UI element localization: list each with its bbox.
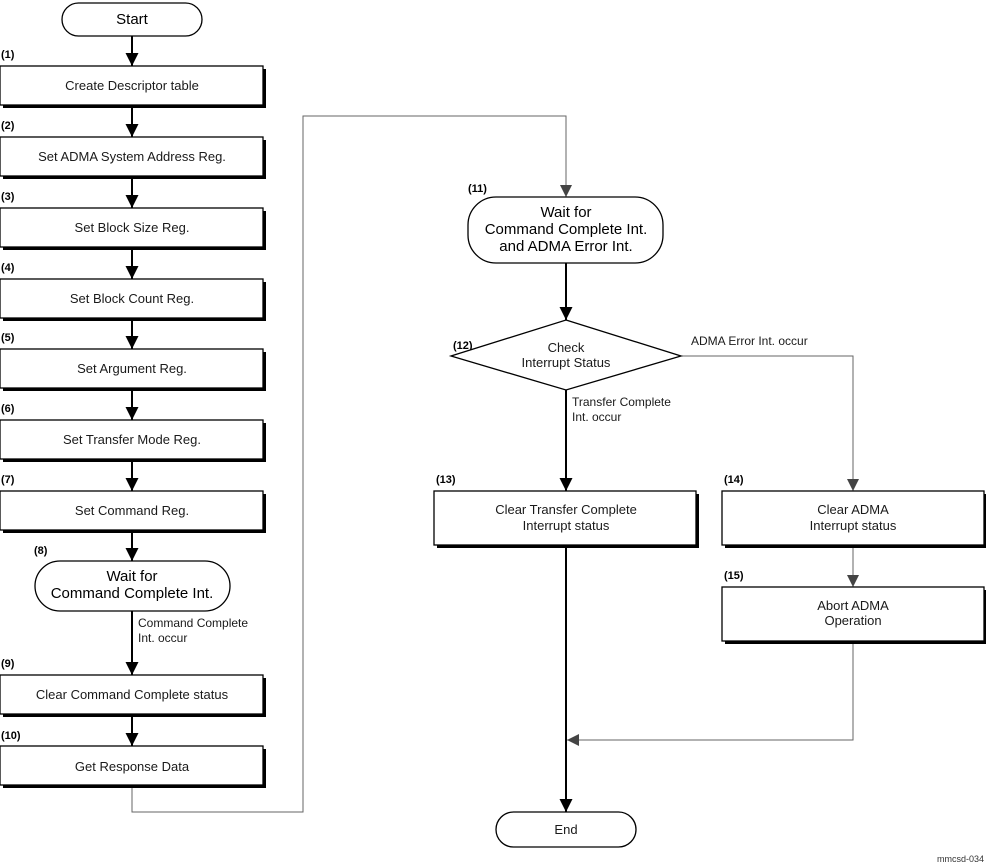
edge-label-command-complete-line-2: Int. occur <box>138 631 187 645</box>
step-6-number: (6) <box>1 403 15 415</box>
start-label: Start <box>116 11 149 28</box>
step-14-line-2: Interrupt status <box>810 518 897 533</box>
step-13-line-2: Interrupt status <box>523 518 610 533</box>
step-11-line-3: and ADMA Error Int. <box>499 238 632 255</box>
step-15-line-2: Operation <box>824 613 881 628</box>
step-2-label: Set ADMA System Address Reg. <box>38 149 226 164</box>
step-1-number: (1) <box>1 49 15 61</box>
step-14-line-1: Clear ADMA <box>817 502 889 517</box>
edge-15-to-merge <box>567 643 854 746</box>
step-7: (7) Set Command Reg. <box>0 474 266 533</box>
step-8-number: (8) <box>34 545 48 557</box>
edge-label-transfer-complete: Transfer Complete Int. occur <box>572 395 671 424</box>
step-4: (4) Set Block Count Reg. <box>0 262 266 321</box>
step-2: (2) Set ADMA System Address Reg. <box>0 120 266 179</box>
step-15: (15) Abort ADMA Operation <box>721 570 986 644</box>
step-3-number: (3) <box>1 191 15 203</box>
step-7-number: (7) <box>1 474 15 486</box>
step-5-label: Set Argument Reg. <box>77 361 187 376</box>
figure-code: mmcsd-034 <box>937 854 984 864</box>
edge-label-command-complete: Command Complete Int. occur <box>138 616 248 645</box>
step-12-line-2: Interrupt Status <box>522 355 611 370</box>
step-11-line-1: Wait for <box>540 204 591 221</box>
step-10-number: (10) <box>1 730 21 742</box>
step-11: (11) Wait for Command Complete Int. and … <box>467 183 664 264</box>
step-4-label: Set Block Count Reg. <box>70 291 194 306</box>
step-9-label: Clear Command Complete status <box>36 687 229 702</box>
step-8-line-2: Command Complete Int. <box>51 585 214 602</box>
step-7-label: Set Command Reg. <box>75 503 189 518</box>
edge-label-command-complete-line-1: Command Complete <box>138 616 248 630</box>
edge-label-adma-error: ADMA Error Int. occur <box>691 334 808 348</box>
step-8-line-1: Wait for <box>106 568 157 585</box>
step-6: (6) Set Transfer Mode Reg. <box>0 403 266 462</box>
step-11-number: (11) <box>468 183 487 195</box>
step-5-number: (5) <box>1 332 15 344</box>
edge-12-to-14 <box>681 355 859 491</box>
step-9-number: (9) <box>1 658 15 670</box>
step-14-number: (14) <box>724 474 744 486</box>
edge-label-transfer-complete-line-1: Transfer Complete <box>572 395 671 409</box>
step-15-number: (15) <box>724 570 744 582</box>
step-13-number: (13) <box>436 474 456 486</box>
step-12-line-1: Check <box>548 340 585 355</box>
step-9: (9) Clear Command Complete status <box>0 658 266 717</box>
connectors-right <box>559 263 859 812</box>
step-12: (12) Check Interrupt Status <box>448 319 684 391</box>
step-3-label: Set Block Size Reg. <box>75 220 190 235</box>
start-terminal: Start <box>61 2 203 37</box>
step-2-number: (2) <box>1 120 15 132</box>
step-13: (13) Clear Transfer Complete Interrupt s… <box>433 474 699 548</box>
step-5: (5) Set Argument Reg. <box>0 332 266 391</box>
step-10: (10) Get Response Data <box>0 730 266 788</box>
step-15-line-1: Abort ADMA <box>817 598 889 613</box>
step-4-number: (4) <box>1 262 15 274</box>
step-8: (8) Wait for Command Complete Int. <box>34 545 231 612</box>
end-label: End <box>554 822 577 837</box>
step-1-label: Create Descriptor table <box>65 78 199 93</box>
step-14: (14) Clear ADMA Interrupt status <box>721 474 986 548</box>
step-10-label: Get Response Data <box>75 759 190 774</box>
step-6-label: Set Transfer Mode Reg. <box>63 432 201 447</box>
step-11-line-2: Command Complete Int. <box>485 221 648 238</box>
step-13-line-1: Clear Transfer Complete <box>495 502 637 517</box>
end-terminal: End <box>495 811 637 848</box>
step-3: (3) Set Block Size Reg. <box>0 191 266 250</box>
edge-10-to-11 <box>131 115 572 813</box>
step-12-number: (12) <box>453 340 473 352</box>
edge-label-transfer-complete-line-2: Int. occur <box>572 410 621 424</box>
step-1: (1) Create Descriptor table <box>0 49 266 108</box>
